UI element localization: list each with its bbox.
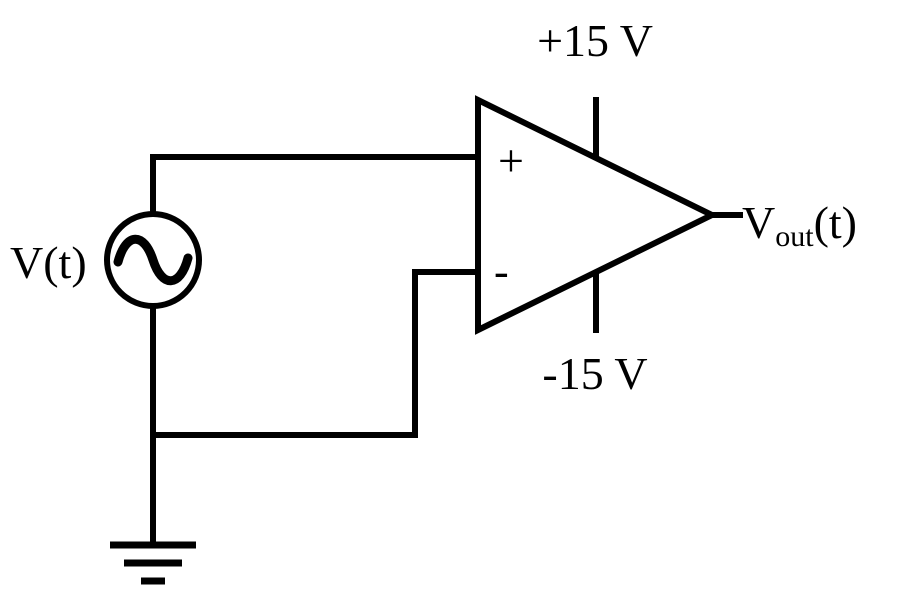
positive-supply-label: +15 V <box>537 15 653 66</box>
output-label-tail: (t) <box>814 197 857 248</box>
output-label-subscript: out <box>775 220 814 253</box>
inverting-input-sign: - <box>494 247 509 296</box>
wire-to-noninverting-input <box>150 154 478 216</box>
sine-wave-icon <box>113 234 193 286</box>
ground-icon <box>110 541 196 585</box>
ac-voltage-source <box>104 211 202 309</box>
output-label-main: V <box>742 197 775 248</box>
noninverting-input-sign: + <box>498 135 524 186</box>
source-label: V(t) <box>10 237 87 288</box>
output-label: Vout(t) <box>742 197 857 253</box>
wire-to-inverting-input <box>150 269 478 438</box>
negative-supply-label: -15 V <box>542 348 647 399</box>
